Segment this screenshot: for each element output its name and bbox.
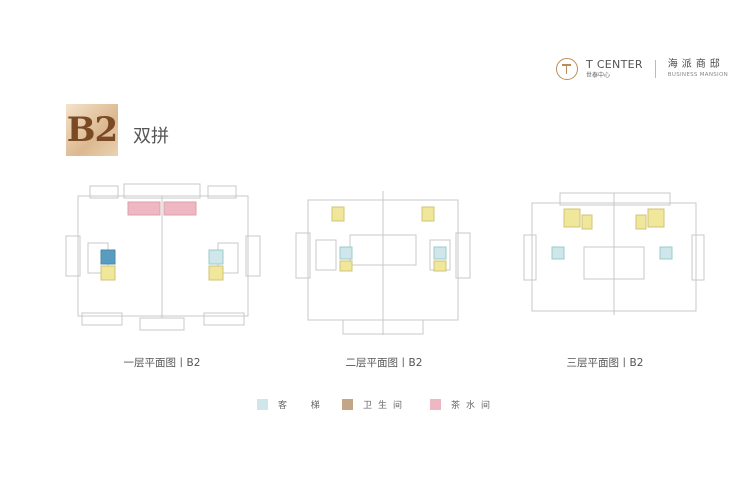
page-title: 双拼 bbox=[133, 126, 169, 147]
legend-elevator: 客 梯 bbox=[257, 398, 326, 411]
project-en: BUSINESS MANSION bbox=[667, 71, 729, 78]
toilet-1 bbox=[563, 208, 581, 228]
floor-plan-3 bbox=[523, 192, 705, 315]
toilet-swatch bbox=[342, 399, 353, 410]
toilet-2 bbox=[581, 214, 593, 230]
tea-room-right bbox=[163, 201, 197, 216]
legend-tea-room: 茶水间 bbox=[430, 398, 496, 411]
elevator-right bbox=[433, 246, 447, 260]
toilet-right bbox=[208, 265, 224, 281]
toilet-left bbox=[100, 265, 116, 281]
elevator-left bbox=[100, 249, 116, 265]
legend-label: 客 梯 bbox=[278, 401, 326, 411]
elevator-right bbox=[659, 246, 673, 260]
toilet-1 bbox=[331, 206, 345, 222]
elevator-left bbox=[551, 246, 565, 260]
toilet-2 bbox=[421, 206, 435, 222]
legend-label: 茶水间 bbox=[451, 401, 497, 411]
t-center-logo-icon bbox=[556, 58, 578, 80]
unit-badge: B2 bbox=[66, 104, 118, 156]
unit-badge-text: B2 bbox=[66, 110, 118, 150]
brand-cn: 世泰中心 bbox=[586, 71, 611, 79]
elevator-left bbox=[339, 246, 353, 260]
tea-room-left bbox=[127, 201, 161, 216]
toilet-4 bbox=[433, 260, 447, 272]
elevator-swatch bbox=[257, 399, 268, 410]
logo: T CENTER 世泰中心 海派商邸 BUSINESS MANSION bbox=[556, 58, 728, 80]
toilet-3 bbox=[339, 260, 353, 272]
elevator-right bbox=[208, 249, 224, 265]
floor-plan-2 bbox=[295, 191, 471, 335]
brand-en: T CENTER bbox=[586, 57, 643, 71]
toilet-4 bbox=[647, 208, 665, 228]
legend-label: 卫生间 bbox=[363, 401, 409, 411]
toilet-3 bbox=[635, 214, 647, 230]
floor-plan-1 bbox=[65, 183, 261, 331]
project-cn: 海派商邸 bbox=[667, 58, 724, 70]
plan-label-1: 一层平面图丨B2 bbox=[123, 357, 201, 369]
tea-room-swatch bbox=[430, 399, 441, 410]
logo-divider bbox=[654, 60, 656, 78]
plan-label-2: 二层平面图丨B2 bbox=[345, 357, 423, 369]
plan-label-3: 三层平面图丨B2 bbox=[566, 357, 644, 369]
legend-toilet: 卫生间 bbox=[342, 398, 408, 411]
